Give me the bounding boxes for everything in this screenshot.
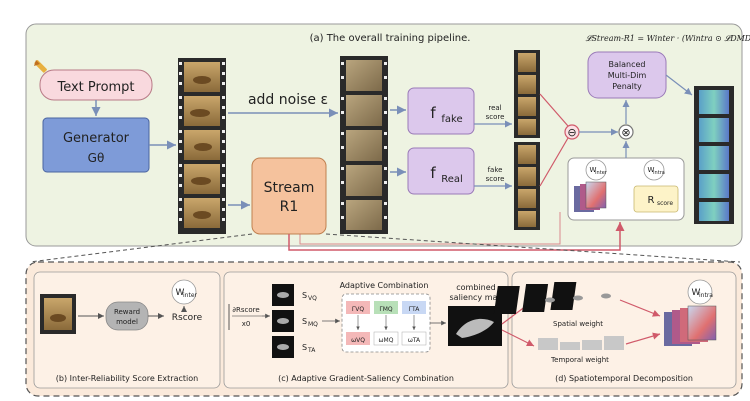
reward-model-label-1: Reward: [114, 308, 140, 316]
spatial-weight-maps: [493, 282, 611, 314]
zoom-line-left: [29, 233, 253, 263]
generated-video-filmstrip: [178, 58, 226, 234]
f-real-box: [407, 147, 475, 195]
panel-c-caption: (c) Adaptive Gradient-Saliency Combinati…: [278, 374, 454, 383]
partial-denominator: x0: [242, 320, 251, 328]
w-intra-label: W: [648, 166, 655, 174]
zoom-line-right: [325, 233, 741, 263]
heatmap-stack-icon: [574, 181, 607, 212]
r-score-box: [633, 185, 679, 213]
f-fake-box: [407, 87, 475, 135]
r-score-label: R: [648, 195, 655, 206]
gamma-ta-box: [402, 301, 426, 314]
noisy-video-filmstrip: [340, 56, 388, 234]
w-intra-circle-label: W: [692, 288, 701, 298]
stream-r1-box: [251, 157, 327, 235]
text-prompt-label: Text Prompt: [56, 80, 134, 95]
f-real-subscript: Real: [441, 174, 463, 185]
red-arrow-combined-temporal: [501, 329, 535, 347]
omega-ta-box: [401, 331, 427, 346]
stream-feedback-line: [288, 222, 625, 251]
real-score-filmstrip: [514, 50, 540, 138]
gamma-vq-label: ΓVQ: [352, 306, 364, 313]
real-score-label-2: score: [486, 113, 505, 121]
times-operator: [618, 124, 634, 140]
fake-score-label-2: score: [486, 175, 505, 183]
w-inter-circle: [171, 279, 197, 305]
red-arrow-temporal-out: [625, 332, 661, 345]
omega-vq-box: [346, 332, 370, 345]
omega-mq-box: [373, 331, 399, 346]
red-arrow-spatial-out: [619, 299, 661, 317]
w-intra-badge: [643, 159, 665, 181]
generator-label: Generator: [63, 131, 130, 146]
s-mq-sub: MQ: [308, 321, 318, 328]
weight-heatmap-stack: [664, 305, 717, 346]
pencil-icon: [34, 60, 47, 73]
add-noise-label: add noise ε: [248, 92, 328, 108]
temporal-weight-bars: [538, 336, 624, 350]
input-video-stack-icon: [40, 294, 76, 334]
s-vq-sub: VQ: [308, 295, 317, 302]
combined-label-1: combined: [456, 283, 495, 292]
w-intra-circle-sub: intra: [699, 292, 713, 299]
gamma-mq-box: [374, 301, 398, 314]
loss-formula: 𝓛Stream-R1 = Winter · (Wintra ⊙ 𝓛DMD): [586, 34, 750, 43]
f-fake-symbol: f: [430, 104, 436, 122]
saliency-thumbnails: [272, 284, 294, 358]
panel-b-caption: (b) Inter-Reliability Score Extraction: [56, 374, 198, 383]
times-symbol: ⊗: [621, 126, 630, 139]
f-real-symbol: f: [430, 164, 436, 182]
w-inter-label: W: [590, 166, 597, 174]
combined-saliency-map: [448, 306, 502, 346]
s-ta-sub: TA: [307, 347, 316, 354]
w-inter-badge: [585, 159, 607, 181]
rscore-label: Rscore: [172, 313, 203, 323]
r-score-sub: score: [657, 200, 673, 207]
real-score-label-1: real: [488, 104, 501, 112]
panel-d-caption: (d) Spatiotemporal Decomposition: [555, 374, 693, 383]
s-vq-label: S: [302, 291, 307, 300]
fake-score-filmstrip: [514, 142, 540, 230]
w-inter-circle-label: W: [176, 288, 185, 298]
generator-symbol: Gθ: [88, 151, 105, 165]
w-intra-sub: intra: [653, 170, 665, 176]
s-mq-label: S: [302, 317, 307, 326]
reward-model-label-2: model: [116, 318, 138, 326]
line-real-minus: [539, 93, 569, 127]
omega-mq-label: ωMQ: [379, 337, 394, 344]
arrow-penalty-output: [665, 74, 693, 96]
omega-vq-label: ωVQ: [351, 337, 365, 344]
line-fake-minus: [539, 137, 569, 187]
partial-numerator: ∂Rscore: [232, 306, 259, 314]
w-inter-sub: inter: [595, 170, 608, 176]
spatial-weight-label: Spatial weight: [553, 320, 603, 328]
s-ta-label: S: [302, 343, 307, 352]
fake-score-label-1: fake: [488, 166, 503, 174]
stream-r1-label-1: Stream: [264, 180, 315, 196]
gamma-vq-box: [346, 301, 370, 314]
gamma-mq-label: ΓMQ: [379, 306, 393, 313]
penalty-label-2: Multi-Dim: [608, 71, 647, 80]
gamma-ta-label: ΓTA: [409, 306, 421, 313]
w-inter-circle-sub: inter: [183, 292, 198, 299]
stream-r1-label-2: R1: [280, 199, 299, 215]
penalty-label-1: Balanced: [609, 60, 646, 69]
w-intra-circle: [687, 279, 713, 305]
minus-symbol: ⊖: [567, 126, 576, 139]
combined-label-2: saliency map: [450, 293, 503, 302]
omega-ta-label: ωTA: [408, 337, 421, 344]
penalty-label-3: Penalty: [612, 82, 642, 91]
stream-feedback-line-2: [299, 212, 561, 245]
temporal-weight-label: Temporal weight: [550, 356, 609, 364]
adaptive-combination-title: Adaptive Combination: [340, 281, 429, 290]
output-heatmap-filmstrip: [694, 86, 734, 224]
top-panel-title: (a) The overall training pipeline.: [310, 33, 471, 44]
f-fake-subscript: fake: [441, 114, 462, 125]
